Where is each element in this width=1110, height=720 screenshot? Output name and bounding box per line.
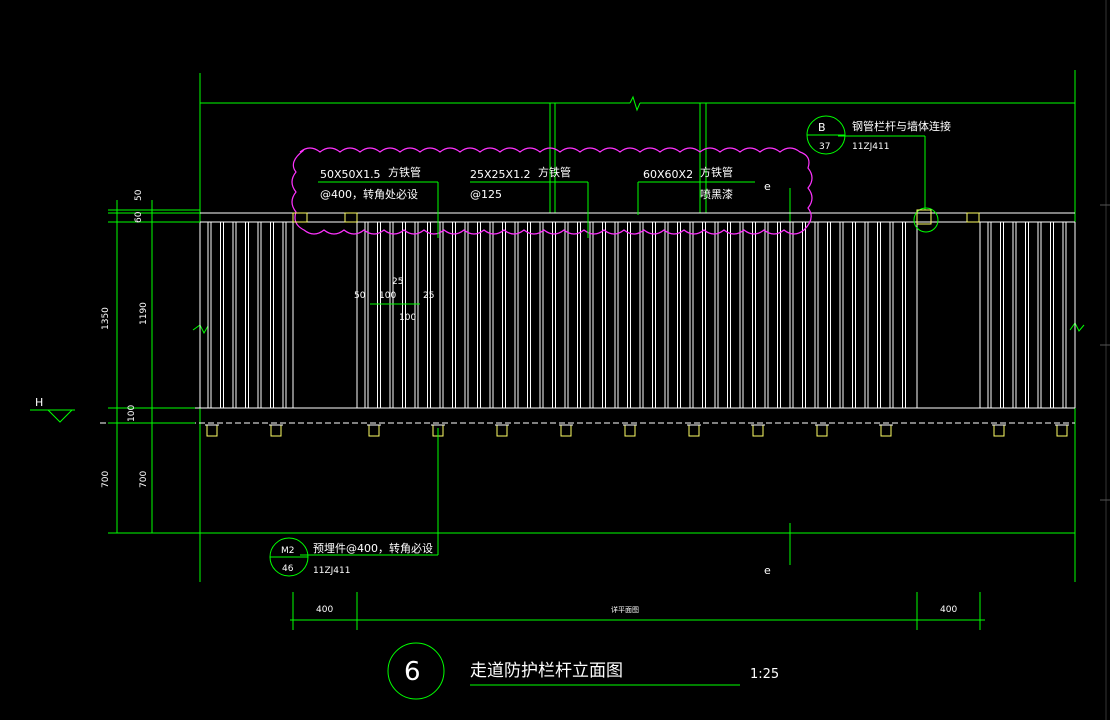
note-2-type: 方铁管 bbox=[538, 165, 571, 179]
bottom-dimensions bbox=[290, 592, 985, 630]
embedded-anchors bbox=[205, 424, 1069, 437]
anchor-plate bbox=[752, 424, 764, 437]
detail-dim-25-a: 25 bbox=[392, 277, 403, 287]
detail-dim-100-b: 100 bbox=[399, 313, 416, 323]
drawing-scale: 1:25 bbox=[750, 667, 779, 682]
frame-lines bbox=[192, 70, 1085, 582]
note-3-extra: 喷黑漆 bbox=[700, 188, 733, 201]
dim-50: 50 bbox=[134, 189, 144, 201]
anchor-plate bbox=[993, 424, 1005, 437]
callout-bottom-number: 46 bbox=[282, 564, 294, 574]
callout-top-letter: B bbox=[818, 121, 826, 134]
note-wall-connection: 钢管栏杆与墙体连接 bbox=[852, 119, 951, 133]
axis-label-top: e bbox=[764, 180, 771, 193]
bottom-dim-right: 400 bbox=[940, 605, 957, 615]
baluster-panels bbox=[199, 222, 1076, 408]
callout-top-number: 37 bbox=[819, 142, 830, 152]
anchor-plate bbox=[206, 424, 218, 437]
detail-number: 6 bbox=[404, 657, 421, 687]
note-1-type: 方铁管 bbox=[388, 165, 421, 179]
anchor-plate bbox=[688, 424, 700, 437]
callout-bottom-letter: M2 bbox=[281, 546, 295, 556]
axis-label-bottom: e bbox=[764, 564, 771, 577]
note-2-extra: @125 bbox=[470, 188, 502, 201]
note-embed: 预埋件@400，转角必设 bbox=[313, 541, 433, 555]
anchor-plate bbox=[496, 424, 508, 437]
anchor-plate bbox=[1056, 424, 1068, 437]
bottom-dim-left: 400 bbox=[316, 605, 333, 615]
note-3-type: 方铁管 bbox=[700, 165, 733, 179]
dim-700-inner: 700 bbox=[139, 471, 149, 488]
leader-lines bbox=[300, 135, 926, 556]
callout-bottom-ref: 11ZJ411 bbox=[313, 566, 350, 576]
note-3-spec: 60X60X2 bbox=[643, 168, 693, 181]
anchor-plate bbox=[880, 424, 892, 437]
note-1-spec: 50X50X1.5 bbox=[320, 168, 381, 181]
floor-line bbox=[100, 407, 1075, 424]
note-2-spec: 25X25X1.2 bbox=[470, 168, 531, 181]
callout-top-ref: 11ZJ411 bbox=[852, 142, 889, 152]
dim-100: 100 bbox=[127, 405, 137, 422]
anchor-plate bbox=[816, 424, 828, 437]
callout-circles bbox=[269, 115, 939, 700]
anchor-plate bbox=[270, 424, 282, 437]
viewport-edge bbox=[1100, 0, 1110, 720]
wall-connection-details bbox=[292, 209, 980, 225]
bottom-dim-middle: 详平面图 bbox=[611, 605, 639, 614]
level-marker bbox=[30, 409, 75, 423]
drawing-title: 走道防护栏杆立面图 bbox=[470, 661, 623, 681]
left-dimensions bbox=[108, 200, 200, 534]
level-mark-label: H bbox=[35, 396, 43, 409]
anchor-plate bbox=[368, 424, 380, 437]
detail-dim-50: 50 bbox=[354, 291, 366, 301]
dim-60: 60 bbox=[134, 211, 144, 223]
note-1-extra: @400，转角处必设 bbox=[320, 187, 418, 201]
detail-dim-25-b: 25 bbox=[423, 291, 434, 301]
dim-700-outer: 700 bbox=[101, 471, 111, 488]
dim-1350: 1350 bbox=[101, 307, 111, 330]
anchor-plate bbox=[624, 424, 636, 437]
anchor-plate bbox=[560, 424, 572, 437]
detail-dim-100-a: 100 bbox=[379, 291, 396, 301]
revision-cloud bbox=[291, 147, 813, 235]
dim-1190: 1190 bbox=[139, 302, 149, 325]
